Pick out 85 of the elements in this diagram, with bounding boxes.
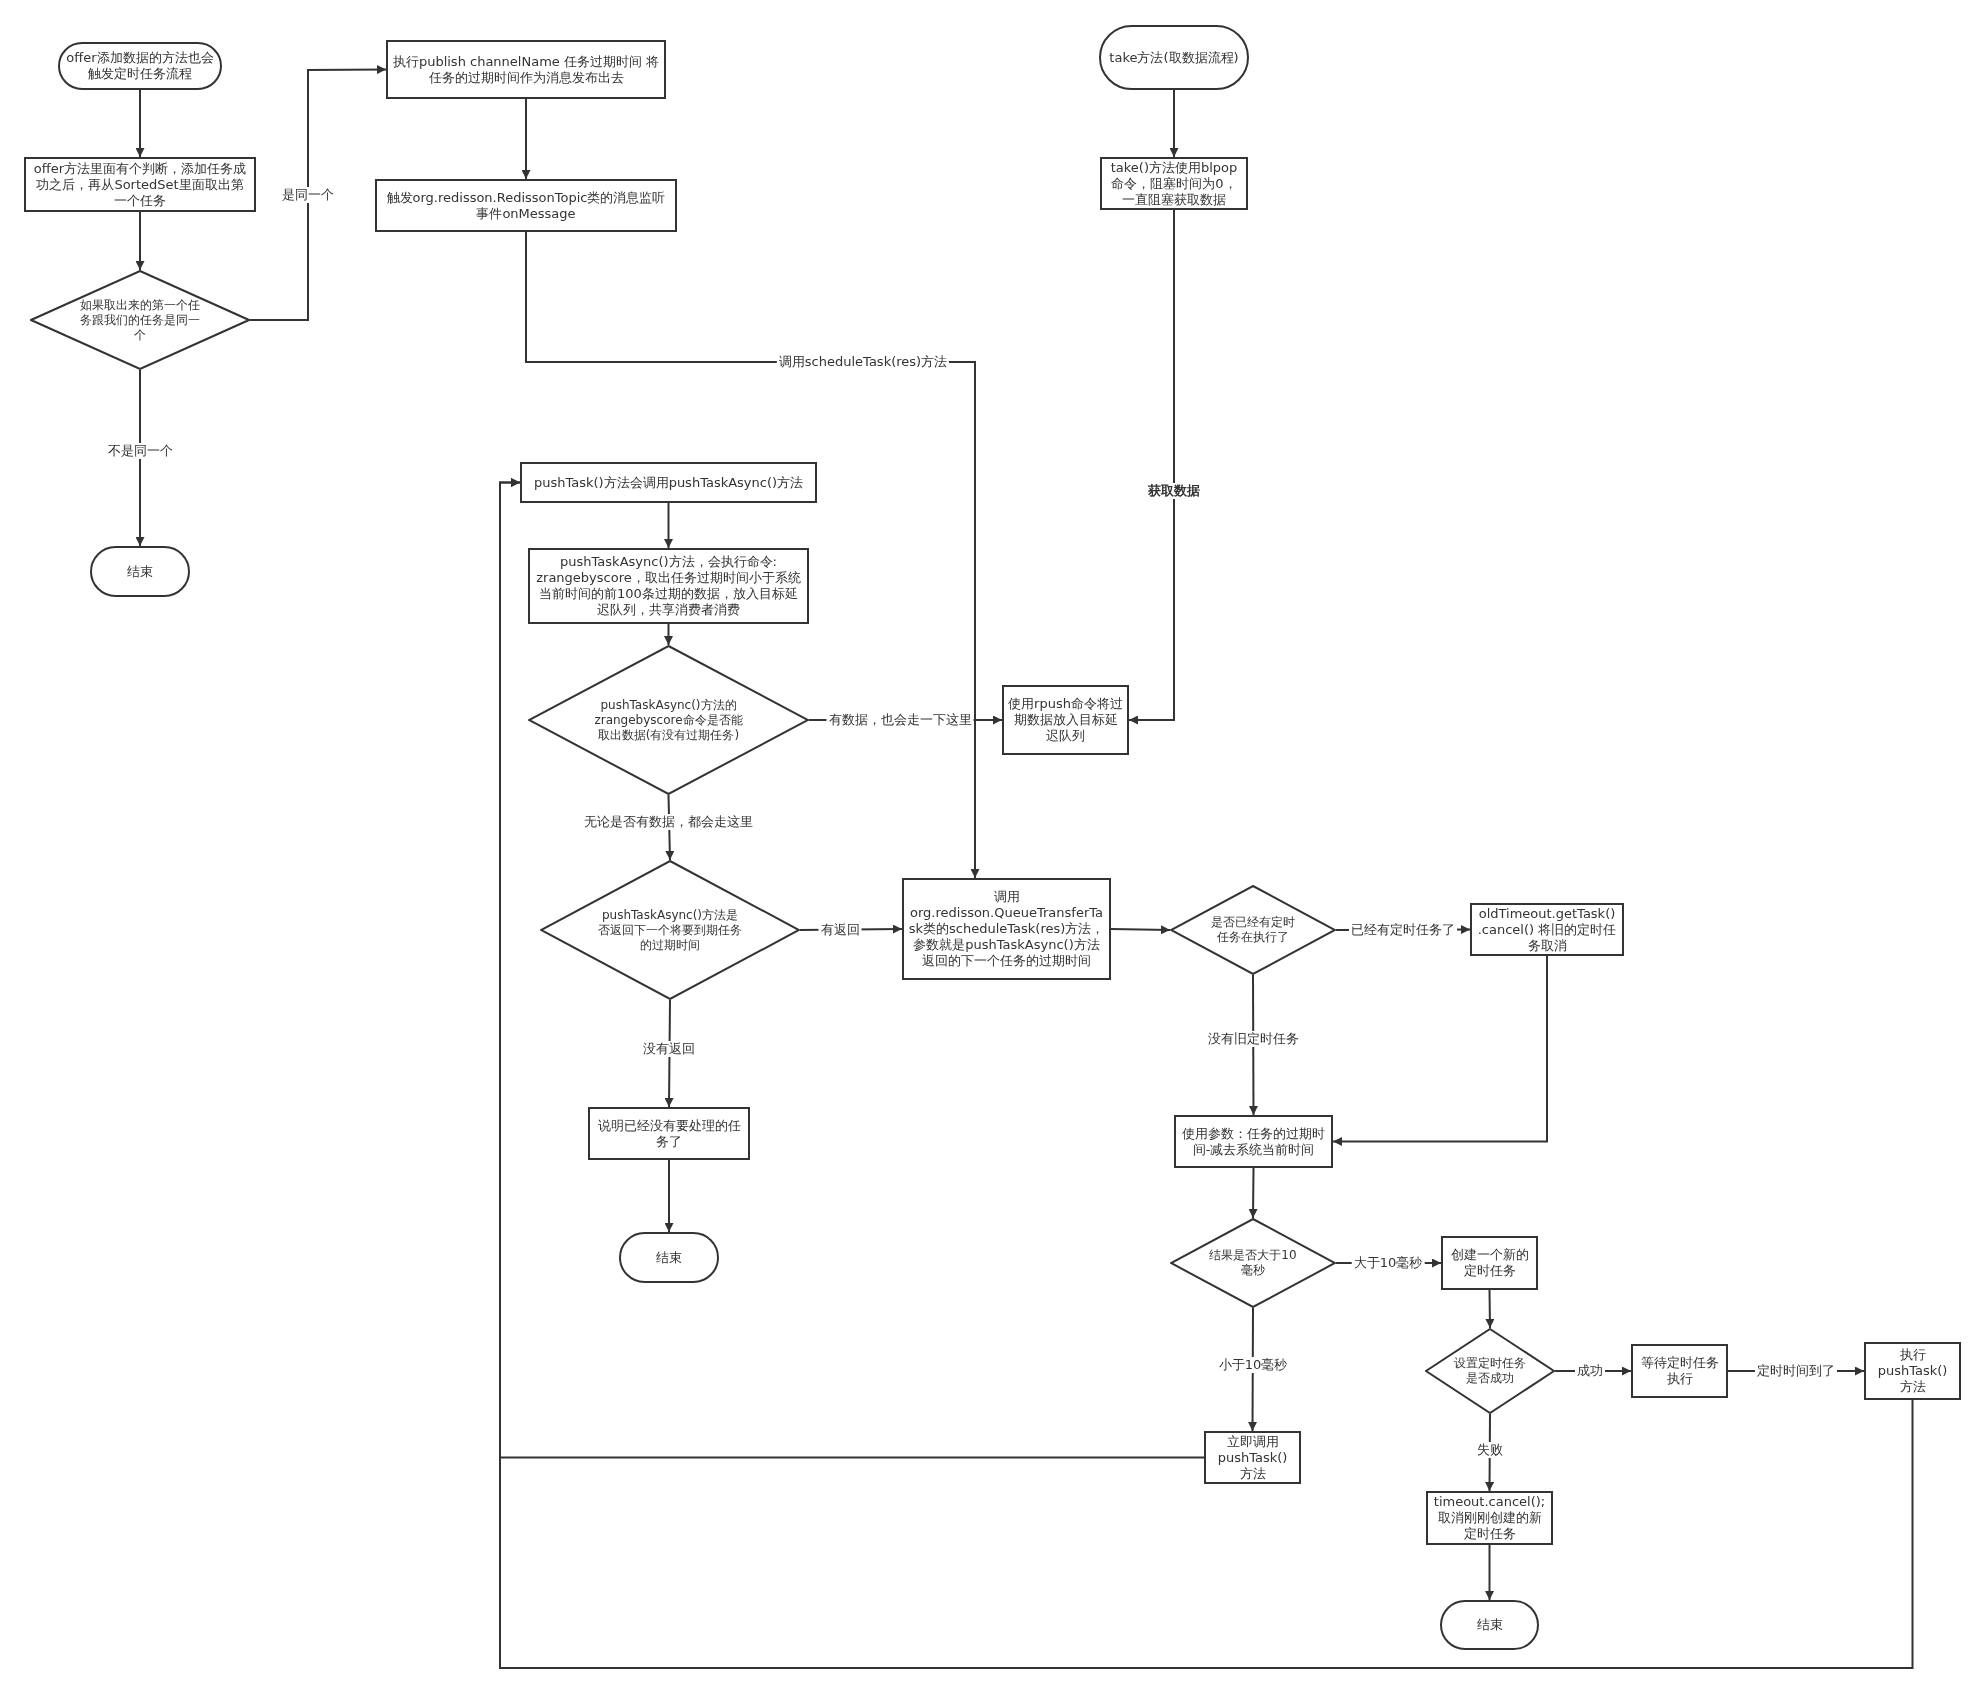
- decision-diamond: [1170, 885, 1336, 975]
- node-text: take方法(取数据流程): [1108, 49, 1240, 66]
- arrow: [664, 623, 673, 646]
- node-text: 说明已经没有要处理的任务了: [596, 1117, 742, 1150]
- edge-label: 有数据，也会走一下这里: [826, 712, 974, 728]
- decision-text: 是否已经有定时任务在执行了: [1210, 915, 1296, 945]
- edge-label: 成功: [1575, 1363, 1605, 1379]
- edge-label: 没有返回: [641, 1041, 697, 1057]
- process-box: [375, 179, 677, 232]
- arrow: [135, 89, 145, 158]
- decision-diamond: [1425, 1328, 1555, 1414]
- edge-label: 无论是否有数据，都会走这里: [581, 814, 755, 830]
- edge-label: 没有旧定时任务: [1205, 1031, 1301, 1047]
- arrow: [664, 1159, 674, 1233]
- decision-diamond: [528, 645, 809, 795]
- process-box: [1100, 157, 1248, 210]
- process-box: [528, 548, 809, 624]
- terminal-shape: [619, 1232, 719, 1283]
- node-text: 触发org.redisson.RedissonTopic类的消息监听事件onMessage: [385, 189, 667, 222]
- edge-label: 调用scheduleTask(res)方法: [776, 354, 950, 370]
- decision-text: 设置定时任务是否成功: [1453, 1356, 1527, 1386]
- arrow: [1332, 955, 1548, 1146]
- node-text: 执行 pushTask() 方法: [1876, 1347, 1949, 1395]
- node-text: 结束: [1475, 1617, 1504, 1633]
- arrow: [1485, 1544, 1494, 1601]
- decision-diamond: [30, 270, 250, 370]
- node-text: 创建一个新的定时任务: [1449, 1247, 1530, 1279]
- terminal-shape: [90, 546, 190, 597]
- node-text: 使用rpush命令将过期数据放入目标延迟队列: [1007, 696, 1124, 744]
- arrow: [1485, 1289, 1495, 1329]
- arrow: [499, 478, 1914, 1669]
- node-text: offer方法里面有个判断，添加任务成功之后，再从SortedSet里面取出第一个任务: [32, 160, 248, 209]
- node-text: 等待定时任务执行: [1639, 1355, 1720, 1387]
- edge-label: 已经有定时任务了: [1349, 922, 1457, 938]
- process-box: [1426, 1491, 1553, 1545]
- decision-diamond: [1170, 1218, 1336, 1308]
- decision-text: pushTaskAsync()方法是否返回下一个将要到期任务的过期时间: [597, 907, 743, 953]
- process-box: [1631, 1344, 1728, 1398]
- edge-label: 不是同一个: [105, 443, 175, 459]
- terminal-shape: [58, 42, 222, 90]
- decision-diamond: [540, 860, 800, 1000]
- decision-text: 如果取出来的第一个任务跟我们的任务是同一个: [79, 297, 201, 343]
- decision-text: pushTaskAsync()方法的zrangebyscore命令是否能取出数据(有没有过期任务): [593, 697, 744, 743]
- process-box: [588, 1107, 750, 1160]
- process-box: [1002, 685, 1129, 755]
- node-text: 调用org.redisson.QueueTransferTask类的scheduleTask(res)方法，参数就是pushTaskAsync()方法返回的下一个任务的过期时间: [907, 889, 1106, 969]
- arrow: [1169, 89, 1179, 158]
- arrow: [521, 98, 531, 180]
- terminal-shape: [1440, 1600, 1539, 1650]
- arrow: [1248, 1307, 1258, 1432]
- process-box: [1441, 1236, 1538, 1290]
- node-text: 使用参数：任务的过期时间-减去系统当前时间: [1181, 1125, 1326, 1158]
- arrow: [135, 369, 145, 547]
- node-text: pushTask()方法会调用pushTaskAsync()方法: [532, 474, 805, 491]
- process-box: [1864, 1342, 1961, 1400]
- node-text: timeout.cancel(); 取消刚刚创建的新定时任务: [1432, 1494, 1547, 1542]
- process-box: [520, 462, 817, 503]
- edge-label: 小于10毫秒: [1216, 1357, 1290, 1373]
- arrow: [1248, 1167, 1258, 1219]
- edge-label: 失败: [1475, 1442, 1505, 1458]
- arrow: [249, 65, 387, 321]
- edge-label: 获取数据: [1146, 483, 1202, 499]
- process-box: [902, 878, 1111, 980]
- process-box: [1174, 1115, 1333, 1168]
- arrow: [1128, 209, 1175, 725]
- edge-label: 有返回: [818, 922, 862, 938]
- node-text: 结束: [126, 563, 154, 580]
- node-text: take()方法使用blpop命令，阻塞时间为0，一直阻塞获取数据: [1109, 159, 1239, 208]
- process-box: [24, 157, 256, 212]
- node-text: oldTimeout.getTask() .cancel() 将旧的定时任务取消: [1476, 905, 1618, 954]
- edge-label: 大于10毫秒: [1351, 1255, 1425, 1271]
- process-box: [1204, 1431, 1301, 1484]
- node-text: 结束: [655, 1249, 683, 1266]
- process-box: [386, 40, 666, 99]
- node-text: 执行publish channelName 任务过期时间 将任务的过期时间作为消息发布出去: [391, 53, 661, 86]
- edge-label: 定时时间到了: [1755, 1363, 1837, 1379]
- arrow: [1110, 925, 1171, 935]
- decision-text: 结果是否大于10毫秒: [1208, 1248, 1298, 1278]
- arrow: [135, 211, 145, 271]
- arrow: [1248, 974, 1258, 1116]
- edge-label: 是同一个: [280, 187, 336, 203]
- arrow: [664, 502, 673, 549]
- node-text: offer添加数据的方法也会触发定时任务流程: [65, 50, 215, 82]
- node-text: pushTaskAsync()方法，会执行命令: zrangebyscore，取出任务过期时间小于系统当前时间的前100条过期的数据，放入目标延迟队列，共享消费者消费: [535, 554, 802, 618]
- node-text: 立即调用 pushTask() 方法: [1216, 1433, 1289, 1482]
